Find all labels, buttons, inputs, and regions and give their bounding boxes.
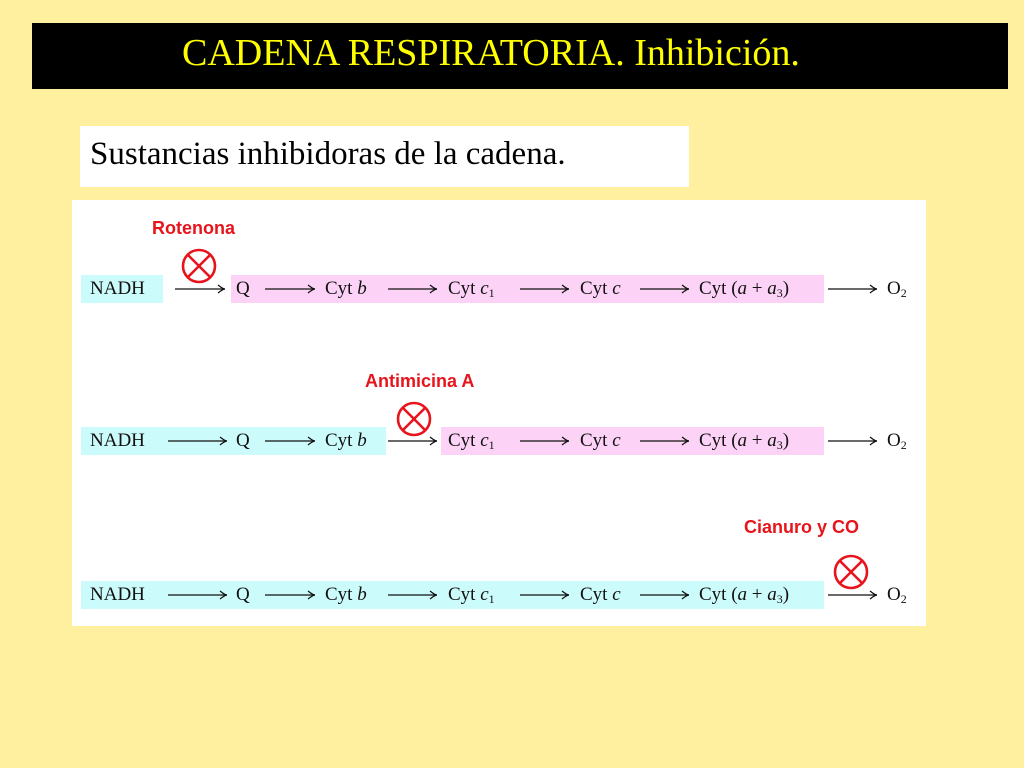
chain-node: NADH <box>90 278 145 299</box>
chain-node: Cyt c <box>580 278 621 299</box>
chain-node: Q <box>236 278 250 299</box>
chain-node: NADH <box>90 430 145 451</box>
arrow-icon <box>828 590 878 600</box>
pink-highlight <box>441 427 824 455</box>
arrow-icon <box>388 436 438 446</box>
arrow-icon <box>265 590 316 600</box>
diagram-panel: NADH Q Cyt b Cyt c1 Cyt c Cyt (a + a3) O2 Roten… <box>72 200 926 626</box>
chain-node: Cyt b <box>325 584 367 605</box>
chain-node: Cyt b <box>325 430 367 451</box>
inhibitor-label: Cianuro y CO <box>744 517 860 537</box>
arrow-icon <box>265 436 316 446</box>
arrow-icon <box>168 436 228 446</box>
arrow-icon <box>175 284 226 294</box>
arrow-icon <box>168 590 228 600</box>
chain-node: Cyt (a + a3) <box>699 278 790 300</box>
circled-x-icon <box>396 401 432 437</box>
title-bar: CADENA RESPIRATORIA. Inhibición. <box>32 23 1008 89</box>
arrow-icon <box>640 590 690 600</box>
circled-x-icon <box>181 248 217 284</box>
chain-node: Cyt c1 <box>448 430 495 452</box>
chain-node: Cyt b <box>325 278 367 299</box>
chain-node: Cyt c <box>580 430 621 451</box>
chain-node: O2 <box>887 584 907 606</box>
chain-node: Cyt c1 <box>448 584 495 606</box>
chain-node: Cyt c1 <box>448 278 495 300</box>
arrow-icon <box>828 436 878 446</box>
subtitle-box: Sustancias inhibidoras de la cadena. <box>80 126 689 187</box>
arrow-icon <box>520 284 570 294</box>
arrow-icon <box>388 284 438 294</box>
chain-node: Cyt c <box>580 584 621 605</box>
arrow-icon <box>265 284 316 294</box>
chain-node: Q <box>236 430 250 451</box>
arrow-icon <box>640 436 690 446</box>
chain-node: Cyt (a + a3) <box>699 584 790 606</box>
arrow-icon <box>520 436 570 446</box>
chain-node: Q <box>236 584 250 605</box>
inhibitor-label: Antimicina A <box>365 371 475 391</box>
arrow-icon <box>388 590 438 600</box>
inhibitor-label: Rotenona <box>152 218 235 238</box>
arrow-icon <box>640 284 690 294</box>
page-title: CADENA RESPIRATORIA. Inhibición. <box>182 32 800 74</box>
chain-node: Cyt (a + a3) <box>699 430 790 452</box>
chain-node: O2 <box>887 430 907 452</box>
subtitle: Sustancias inhibidoras de la cadena. <box>90 136 566 172</box>
cyan-highlight <box>81 275 163 303</box>
chain-node: NADH <box>90 584 145 605</box>
arrow-icon <box>520 590 570 600</box>
circled-x-icon <box>833 554 869 590</box>
arrow-icon <box>828 284 878 294</box>
chain-node: O2 <box>887 278 907 300</box>
cyan-highlight <box>81 427 386 455</box>
